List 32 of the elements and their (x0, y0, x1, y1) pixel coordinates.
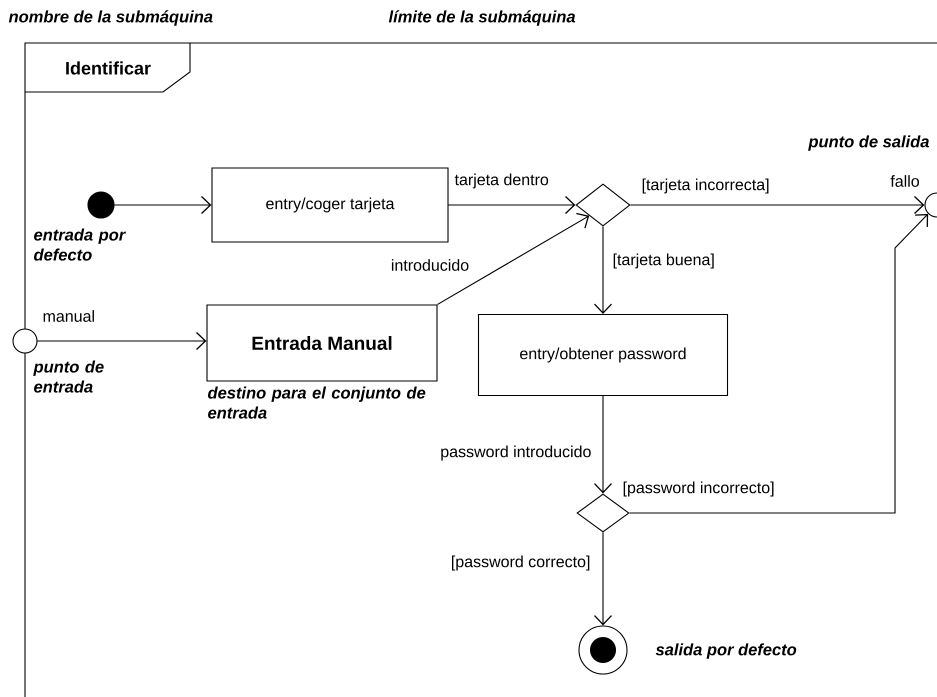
arrow (437, 212, 590, 305)
arrow (594, 396, 612, 494)
state-box: Entrada Manual (206, 304, 438, 382)
edge-label: [tarjeta buena] (612, 252, 716, 270)
arrow (448, 196, 576, 214)
arrow (594, 532, 612, 626)
annotation-text: punto de salida (808, 135, 929, 151)
final-state (578, 625, 628, 675)
annotation-text: punto de entrada (33, 360, 104, 393)
state-box: entry/obtener password (478, 314, 728, 396)
annotation-text: nombre de la submáquina (8, 10, 213, 26)
arrow (114, 196, 212, 214)
annotation-text: límite de la submáquina (388, 10, 576, 26)
annotation-text: salida por defecto (656, 643, 796, 659)
arrow (630, 214, 928, 514)
annotation-text: entrada por defecto (34, 228, 126, 261)
annotation-text: manual (44, 310, 94, 322)
connection-point (12, 328, 38, 354)
arrow (38, 332, 206, 350)
edge-label: tarjeta dentro (454, 172, 550, 190)
initial-state (87, 191, 115, 219)
edge-label: introducido (390, 258, 470, 272)
edge-label: [password incorrecto] (622, 480, 776, 498)
arrow (594, 226, 612, 314)
annotation-text: fallo (890, 175, 919, 187)
arrow (630, 196, 924, 214)
annotation-text: destino para el conjunto de entrada (208, 386, 426, 419)
edge-label: [tarjeta incorrecta] (640, 178, 771, 194)
edge-label: [password correcto] (450, 554, 592, 572)
state-box: entry/coger tarjeta (211, 167, 449, 243)
connection-point (924, 192, 937, 218)
edge-label: password introducido (439, 444, 592, 462)
